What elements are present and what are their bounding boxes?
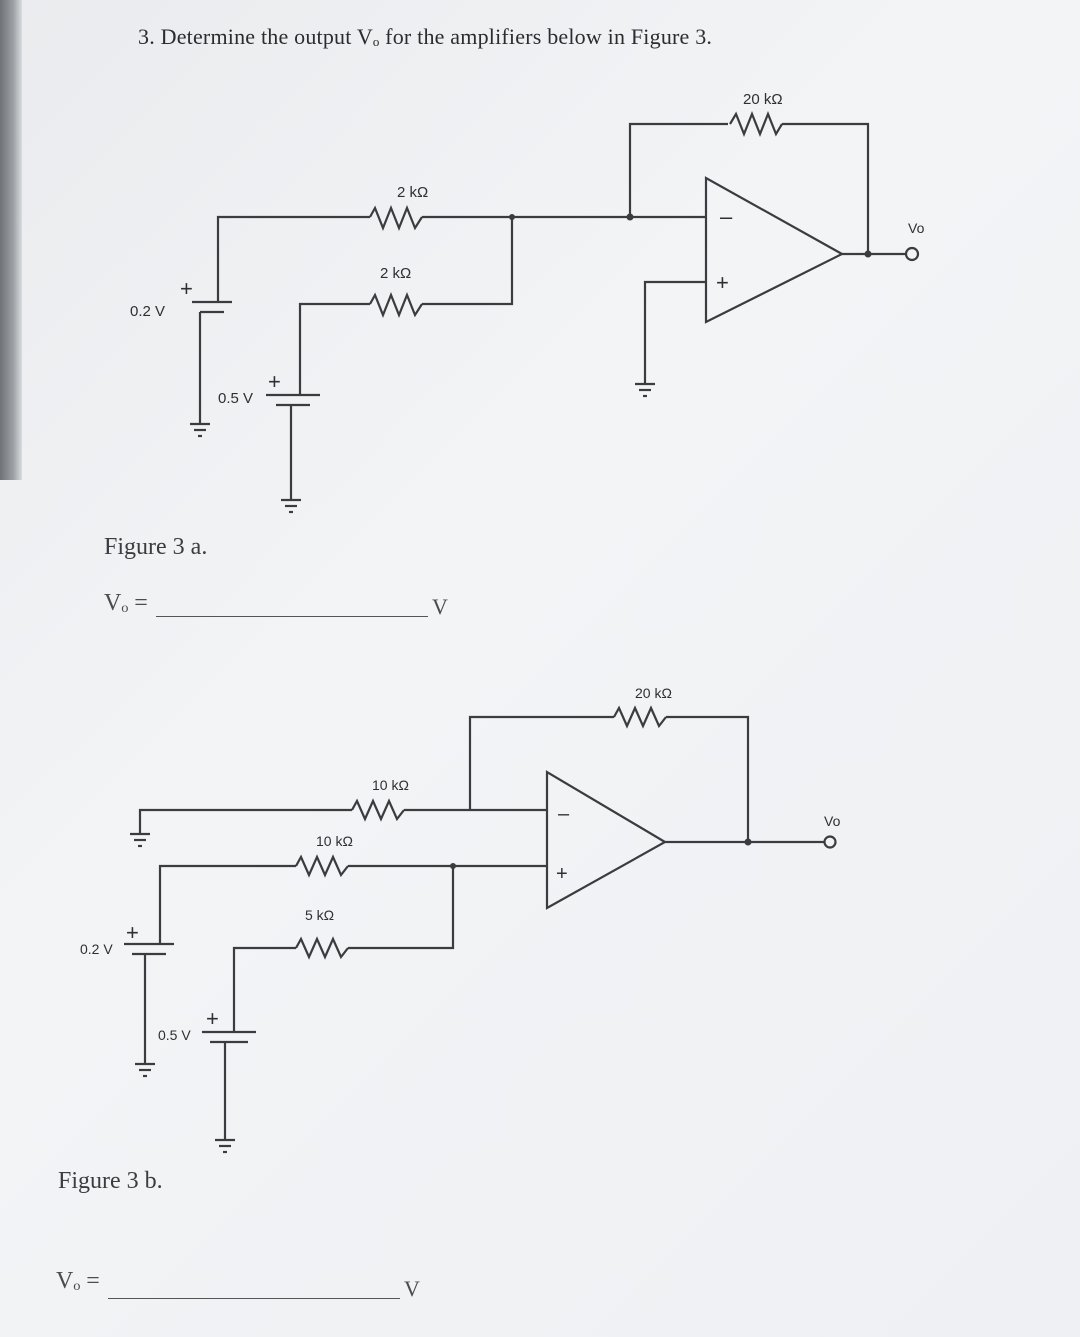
- figure-3a-answer-blank[interactable]: [156, 616, 428, 617]
- fig-b-input1-resistor: [351, 798, 405, 822]
- fig-a-input-wire-bottom-join: [422, 217, 514, 306]
- fig-b-feedback-wire-right: [666, 715, 750, 842]
- fig-a-output-junction: [864, 250, 872, 258]
- fig-b-output-terminal: [823, 835, 837, 849]
- fig-a-feedback-resistor: [729, 111, 783, 137]
- figure-3b-answer-unit: V: [404, 1276, 420, 1301]
- fig-b-ground-3-icon: [215, 1138, 235, 1154]
- fig-b-input3-resistor-label: 5 kΩ: [305, 907, 334, 923]
- fig-b-source1-plus: +: [126, 920, 139, 945]
- fig-b-feedback-wire-left: [468, 715, 614, 810]
- fig-a-feedback-resistor-label: 20 kΩ: [743, 91, 783, 108]
- fig-b-input3-resistor: [295, 936, 349, 960]
- fig-b-source2-plus: +: [206, 1006, 219, 1031]
- figure-3b-answer-blank[interactable]: [108, 1298, 400, 1299]
- fig-b-input3-wire: [232, 946, 296, 1032]
- fig-b-input1-resistor-label: 10 kΩ: [372, 777, 409, 793]
- fig-b-feedback-resistor-label: 20 kΩ: [635, 685, 672, 701]
- fig-a-input-resistor-top-label: 2 kΩ: [397, 184, 428, 201]
- fig-a-noninverting-ground-wire: [643, 280, 706, 384]
- fig-a-source1-label: 0.2 V: [130, 303, 165, 320]
- fig-a-input-resistor-bottom-label: 2 kΩ: [380, 265, 411, 282]
- fig-b-opamp-minus: –: [558, 803, 570, 825]
- fig-b-opamp-plus: +: [556, 863, 568, 885]
- fig-b-opamp: [545, 770, 668, 910]
- fig-a-junction-1: [509, 214, 515, 220]
- fig-a-junction-2: [626, 213, 634, 221]
- figure-3a-answer-prefix: Vₒ =: [104, 590, 148, 616]
- fig-b-source1-label: 0.2 V: [80, 941, 113, 957]
- figure-3a-circuit: 20 kΩ 2 kΩ 2 kΩ + 0.2 V: [130, 91, 925, 514]
- fig-a-output-label: Vo: [908, 220, 925, 236]
- fig-a-feedback-wire-left: [628, 122, 728, 217]
- figure-3b-answer-prefix: Vₒ =: [56, 1268, 100, 1294]
- fig-b-source2-label: 0.5 V: [158, 1027, 191, 1043]
- fig-b-input1-wire: [138, 808, 352, 834]
- question-text: 3. Determine the output Vₒ for the ampli…: [138, 24, 713, 49]
- fig-a-feedback-wire-right: [782, 122, 870, 254]
- figure-3b-caption: Figure 3 b.: [58, 1168, 163, 1194]
- fig-b-input2-resistor: [295, 854, 349, 878]
- fig-a-opamp: [704, 176, 845, 324]
- fig-a-ground-1-icon: [190, 422, 210, 438]
- fig-a-output-terminal: [904, 246, 920, 262]
- fig-b-feedback-resistor: [613, 705, 667, 729]
- fig-a-input-resistor-top: [369, 205, 423, 231]
- fig-a-source1-plus: +: [180, 276, 193, 301]
- fig-b-junction-1: [450, 863, 456, 869]
- fig-b-output-label: Vo: [824, 813, 841, 829]
- figure-3a-caption: Figure 3 a.: [104, 534, 208, 560]
- fig-a-source2-plus: +: [268, 369, 281, 394]
- fig-a-input-resistor-bottom: [369, 292, 423, 318]
- fig-a-opamp-minus: –: [720, 204, 733, 229]
- fig-a-input-wire-bottom: [298, 302, 370, 395]
- fig-a-ground-2-icon: [281, 498, 301, 514]
- fig-b-input3-wire-join: [348, 866, 455, 950]
- figure-3a-answer-unit: V: [432, 594, 448, 619]
- fig-b-ground-2-icon: [135, 1062, 155, 1078]
- fig-b-ground-1-icon: [130, 832, 150, 848]
- fig-b-input2-resistor-label: 10 kΩ: [316, 833, 353, 849]
- fig-b-output-junction: [744, 838, 752, 846]
- page-edge-shadow: [0, 0, 22, 480]
- fig-a-ground-3-icon: [635, 382, 655, 398]
- fig-b-input2-wire: [158, 864, 296, 944]
- fig-a-source2-label: 0.5 V: [218, 390, 253, 407]
- fig-a-input-wire-top: [216, 215, 370, 302]
- figure-3b-circuit: 20 kΩ 10 kΩ 10 kΩ 5 kΩ: [80, 685, 841, 1154]
- fig-a-opamp-plus: +: [716, 270, 729, 295]
